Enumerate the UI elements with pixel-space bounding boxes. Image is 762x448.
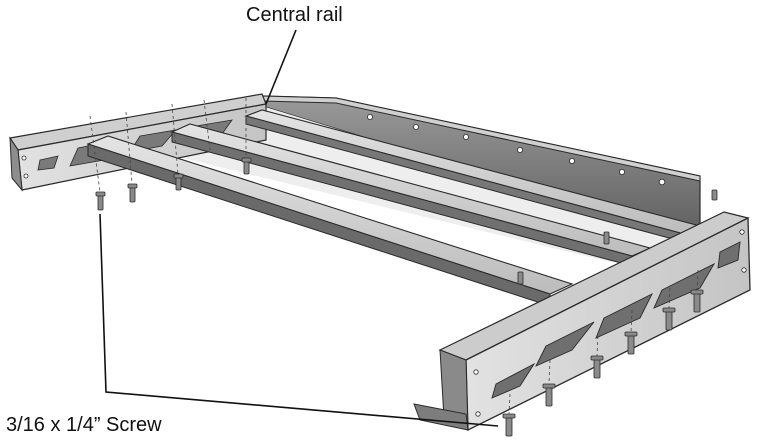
screw-icon	[542, 383, 556, 407]
screw-icon	[603, 231, 610, 245]
screw-icon	[517, 271, 524, 285]
screw-icon	[690, 289, 704, 313]
screw-callout: 3/16 x 1/4” Screw	[6, 414, 162, 436]
screw-icon	[502, 413, 516, 437]
screw-icon	[624, 331, 638, 355]
central-rail-leader	[265, 29, 297, 105]
central-rail-callout: Central rail	[246, 4, 343, 26]
screw-icon	[241, 157, 252, 175]
rear-wall-holes	[366, 114, 666, 186]
right-end-bracket	[413, 211, 751, 432]
screw-icon	[95, 191, 106, 211]
screw-icon	[590, 355, 604, 379]
screws	[95, 157, 718, 437]
alignment-lines	[89, 98, 699, 415]
screw-icon	[127, 183, 138, 203]
screw-icon	[173, 173, 184, 191]
screw-icon	[711, 189, 718, 201]
screw-leader	[99, 213, 499, 427]
callout-leaders	[99, 29, 499, 427]
